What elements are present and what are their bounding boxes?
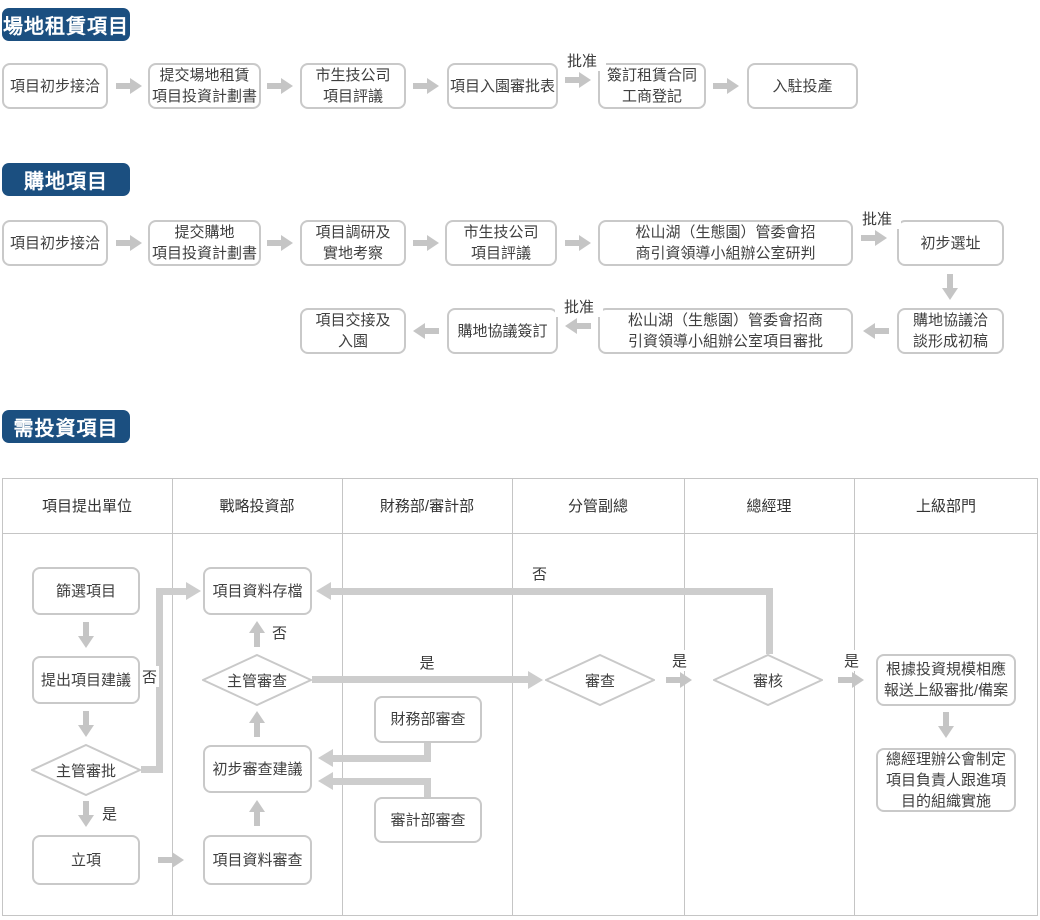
- arrowhead-left-icon: [318, 772, 333, 790]
- arrowhead-right-icon: [186, 582, 201, 600]
- arrowhead-left-icon: [316, 582, 331, 600]
- arrow-right-icon: [158, 852, 184, 868]
- node-screen-project: 篩選項目: [32, 567, 140, 615]
- table-header-divider: [2, 533, 1038, 534]
- label-no: 否: [530, 563, 550, 584]
- node-rental-park-approval-form: 項目入園審批表: [447, 63, 558, 109]
- arrow-down-icon: [78, 622, 94, 648]
- connector-yes-line: [312, 676, 528, 683]
- swimlane-table: [2, 478, 1038, 916]
- node-purchase-site-selection: 初步選址: [897, 220, 1004, 266]
- section-title-land-purchase: 購地項目: [2, 163, 130, 196]
- node-purchase-company-evaluation: 市生技公司 項目評議: [445, 220, 557, 266]
- node-audit-review: 審計部審查: [374, 797, 482, 843]
- arrow-right-icon: [413, 78, 439, 94]
- arrow-down-icon: [78, 711, 94, 737]
- node-establish-project: 立項: [32, 835, 140, 885]
- node-gm-office-implementation: 總經理辦公會制定 項目負責人跟進項 目的組織實施: [876, 748, 1016, 812]
- node-purchase-agreement-draft: 購地協議洽 談形成初稿: [897, 308, 1004, 354]
- decision-supervisor-review: 主管審查: [202, 654, 312, 706]
- arrow-right-icon: [116, 78, 142, 94]
- connector-finance-return: [332, 755, 431, 762]
- label-yes: 是: [670, 650, 690, 671]
- label-yes: 是: [410, 652, 444, 673]
- node-rental-initial-contact: 項目初步接洽: [2, 63, 108, 109]
- arrowhead-right-icon: [528, 671, 543, 689]
- section-title-investment: 需投資項目: [2, 410, 130, 443]
- arrow-right-icon: [267, 78, 293, 94]
- node-report-to-superior: 根據投資規模相應 報送上級審批/備案: [876, 654, 1016, 706]
- connector-no-elbow: [156, 588, 163, 773]
- connector-audit-return: [332, 778, 431, 785]
- connector-no-feedback: [766, 588, 773, 654]
- node-initial-review-suggestion: 初步審查建議: [203, 745, 312, 793]
- node-purchase-committee-approval: 松山湖（生態園）管委會招商 引資領導小組辦公室項目審批: [598, 308, 853, 354]
- label-approve: 批准: [555, 296, 603, 317]
- node-purchase-submit-plan: 提交購地 項目投資計劃書: [148, 220, 261, 266]
- node-purchase-sign-agreement: 購地協議簽訂: [447, 308, 558, 354]
- node-rental-sign-contract: 簽訂租賃合同 工商登記: [598, 63, 706, 109]
- label-no: 否: [140, 666, 160, 687]
- table-column-divider: [342, 478, 343, 916]
- section-title-site-rental: 場地租賃項目: [2, 8, 130, 41]
- arrow-right-icon: [116, 235, 142, 251]
- decision-verify: 審核: [713, 654, 823, 706]
- lane-header-deputy-gm: 分管副總: [567, 498, 628, 515]
- lane-header-superior-dept: 上級部門: [915, 498, 976, 515]
- lane-header-gm: 總經理: [746, 498, 792, 515]
- label-approve: 批准: [853, 208, 901, 229]
- table-column-divider: [172, 478, 173, 916]
- node-purchase-committee-study: 松山湖（生態園）管委會招 商引資領導小組辦公室研判: [598, 220, 853, 266]
- node-rental-move-in: 入駐投產: [747, 63, 858, 109]
- connector-no-feedback: [330, 588, 773, 595]
- label-yes: 是: [842, 650, 862, 671]
- arrow-up-icon: [249, 800, 265, 826]
- label-yes: 是: [100, 803, 120, 824]
- node-purchase-survey: 項目調研及 實地考察: [300, 220, 406, 266]
- decision-review: 審查: [545, 654, 655, 706]
- node-rental-submit-plan: 提交場地租賃 項目投資計劃書: [148, 63, 261, 109]
- label-no: 否: [270, 622, 290, 643]
- node-purchase-handover: 項目交接及 入園: [300, 308, 406, 354]
- node-archive-data: 項目資料存檔: [203, 567, 312, 615]
- arrow-right-icon: [565, 72, 591, 88]
- table-column-divider: [512, 478, 513, 916]
- node-project-data-review: 項目資料審查: [203, 835, 312, 885]
- arrow-down-icon: [78, 801, 94, 827]
- connector-finance-return: [424, 743, 431, 762]
- arrow-right-icon: [861, 230, 887, 246]
- arrow-right-icon: [713, 78, 739, 94]
- node-rental-company-evaluation: 市生技公司 項目評議: [300, 63, 406, 109]
- arrow-right-icon: [413, 235, 439, 251]
- connector-no-elbow: [156, 588, 186, 595]
- arrow-right-icon: [565, 235, 591, 251]
- decision-supervisor-approve: 主管審批: [31, 744, 141, 796]
- table-column-divider: [684, 478, 685, 916]
- connector-audit-return: [424, 778, 431, 797]
- arrow-up-icon: [249, 711, 265, 737]
- arrow-down-icon: [938, 712, 954, 738]
- arrow-left-icon: [565, 318, 591, 334]
- lane-header-finance-audit: 財務部/審計部: [379, 498, 475, 515]
- node-finance-review: 財務部審查: [374, 696, 482, 743]
- arrow-left-icon: [413, 323, 439, 339]
- arrow-up-icon: [249, 621, 265, 647]
- arrow-right-icon: [267, 235, 293, 251]
- connector-no-elbow: [141, 766, 163, 773]
- arrow-down-icon: [942, 274, 958, 300]
- node-purchase-initial-contact: 項目初步接洽: [2, 220, 108, 266]
- lane-header-proposer: 項目提出單位: [41, 498, 132, 515]
- node-propose-project: 提出項目建議: [32, 656, 140, 704]
- lane-header-strategy-dept: 戰略投資部: [219, 498, 295, 515]
- arrowhead-left-icon: [318, 749, 333, 767]
- table-column-divider: [854, 478, 855, 916]
- arrow-right-icon: [666, 672, 692, 688]
- arrow-left-icon: [863, 323, 889, 339]
- label-approve: 批准: [558, 50, 606, 71]
- arrow-right-icon: [838, 672, 864, 688]
